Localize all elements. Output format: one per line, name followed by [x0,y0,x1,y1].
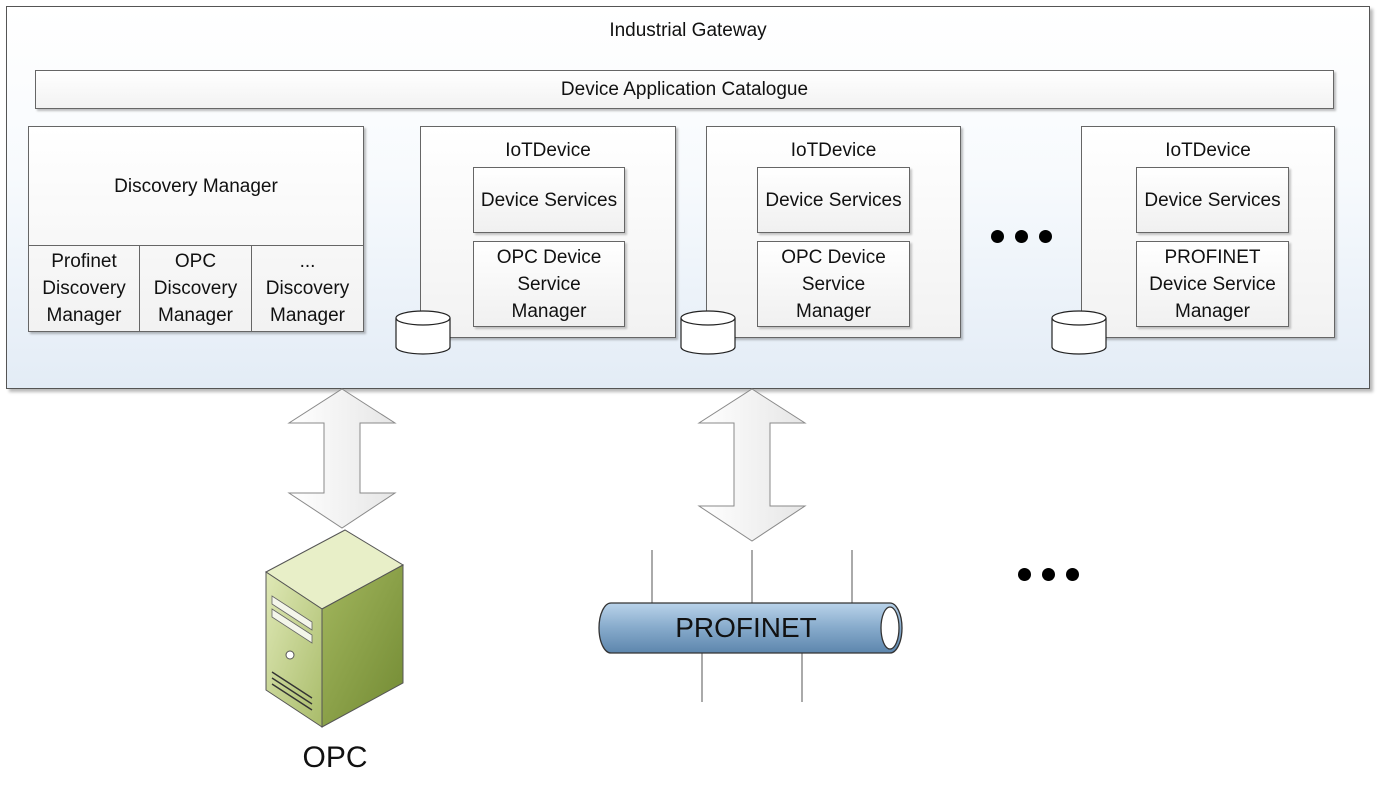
manager-line3: Manager [511,300,587,322]
iot-device-2: IoTDevice Device Services OPC Device Ser… [706,126,961,338]
other-discovery-line3: Manager [270,305,345,326]
dot [991,230,1004,243]
more-devices-ellipsis [991,230,1071,246]
catalogue-label: Device Application Catalogue [560,79,809,100]
profinet-device-service-manager: PROFINET Device Service Manager [1136,241,1289,327]
device-services: Device Services [473,167,625,233]
database-icon [680,310,736,355]
discovery-manager-title: Discovery Manager [114,175,278,197]
dot [1015,230,1028,243]
profinet-label: PROFINET [675,612,817,643]
iot-device-title: IoTDevice [1165,140,1251,161]
dot [1042,568,1055,581]
opc-discovery-line1: OPC [174,251,217,272]
database-icon [1051,310,1107,355]
dot [1066,568,1079,581]
manager-line3: Manager [1175,300,1250,322]
opc-bidirectional-arrow [287,388,397,529]
iot-device-title: IoTDevice [790,140,877,161]
device-application-catalogue: Device Application Catalogue [35,70,1334,109]
opc-server-label: OPC [302,741,368,774]
more-networks-ellipsis [1018,568,1098,584]
other-discovery-line2: Discovery [265,278,350,299]
profinet-bus-icon [598,602,903,654]
manager-line2: Service [801,273,866,295]
other-discovery-manager: ... Discovery Manager [252,246,363,331]
profinet-taps [651,550,853,702]
dot [1039,230,1052,243]
profinet-bidirectional-arrow [697,388,807,542]
manager-line2: Service [517,273,581,295]
device-services: Device Services [757,167,910,233]
manager-line1: OPC Device [496,246,602,268]
opc-device-service-manager: OPC Device Service Manager [473,241,625,327]
opc-discovery-manager: OPC Discovery Manager [140,246,252,331]
gateway-title: Industrial Gateway [609,20,767,41]
iot-device-3: IoTDevice Device Services PROFINET Devic… [1081,126,1335,338]
profinet-discovery-line3: Manager [46,305,122,326]
opc-device-service-manager: OPC Device Service Manager [757,241,910,327]
dot [1018,568,1031,581]
discovery-divider [29,245,363,246]
iot-device-1: IoTDevice Device Services OPC Device Ser… [420,126,676,338]
database-icon [395,310,451,355]
opc-discovery-line3: Manager [158,305,233,326]
server-icon [265,529,405,728]
manager-line3: Manager [796,300,871,322]
profinet-discovery-line2: Discovery [42,278,126,299]
opc-discovery-line2: Discovery [153,278,238,299]
manager-line1: OPC Device [781,246,886,268]
profinet-discovery-line1: Profinet [51,251,117,272]
device-services: Device Services [1136,167,1289,233]
other-discovery-line1: ... [299,251,316,272]
discovery-manager: Discovery Manager Profinet Discovery Man… [28,126,364,332]
manager-line1: PROFINET [1164,246,1261,268]
profinet-discovery-manager: Profinet Discovery Manager [29,246,140,331]
iot-device-title: IoTDevice [505,140,591,161]
manager-line2: Device Service [1149,273,1276,295]
